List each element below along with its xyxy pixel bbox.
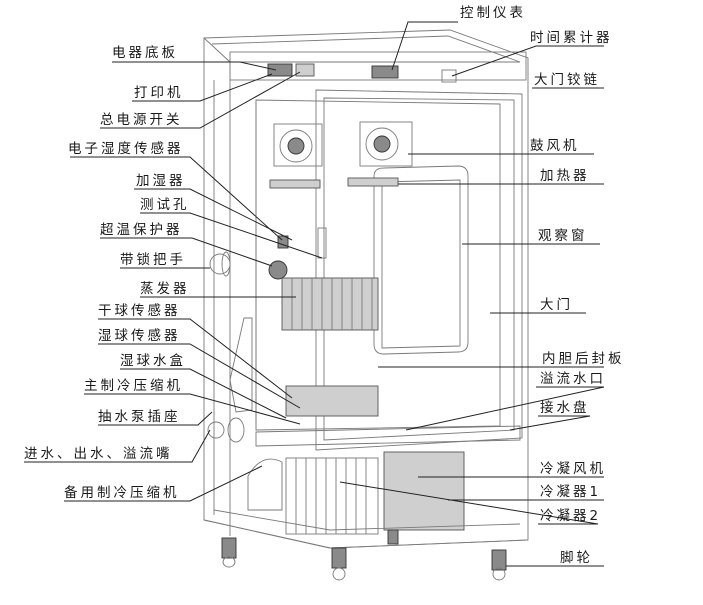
label-dry-bulb-sensor: 干球传感器 bbox=[98, 302, 181, 319]
label-backup-compressor: 备用制冷压缩机 bbox=[64, 484, 180, 501]
label-drip-tray: 接水盘 bbox=[540, 399, 590, 416]
label-blower: 鼓风机 bbox=[530, 138, 580, 154]
label-humidity-sensor: 电子湿度传感器 bbox=[68, 140, 184, 157]
label-humidifier: 加湿器 bbox=[136, 173, 186, 189]
label-pump-socket: 抽水泵插座 bbox=[98, 409, 181, 425]
label-overflow-outlet: 溢流水口 bbox=[540, 371, 606, 387]
label-condenser-2: 冷凝器2 bbox=[540, 508, 601, 524]
label-condenser-1: 冷凝器1 bbox=[540, 484, 601, 500]
label-main-compressor: 主制冷压缩机 bbox=[84, 378, 183, 394]
label-door-hinge: 大门铰链 bbox=[534, 72, 600, 88]
label-control-panel: 控制仪表 bbox=[460, 5, 526, 21]
label-printer: 打印机 bbox=[134, 84, 184, 101]
label-water-nozzles: 进水、出水、溢流嘴 bbox=[24, 446, 173, 462]
label-hour-meter: 时间累计器 bbox=[530, 30, 613, 46]
label-wet-bulb-sensor: 湿球传感器 bbox=[98, 327, 181, 344]
callout-labels: 控制仪表 时间累计器 电器底板 大门铰链 打印机 总电源开关 鼓风机 电子湿度传… bbox=[24, 5, 625, 566]
label-overtemp-protector: 超温保护器 bbox=[100, 222, 183, 238]
label-door: 大门 bbox=[540, 297, 573, 313]
label-viewing-window: 观察窗 bbox=[538, 227, 588, 244]
label-locking-handle: 带锁把手 bbox=[120, 252, 186, 268]
leader-lines bbox=[24, 21, 605, 567]
label-test-hole: 测试孔 bbox=[140, 197, 190, 213]
cabinet-drawing bbox=[203, 29, 529, 581]
label-casters: 脚轮 bbox=[560, 550, 593, 566]
label-evaporator: 蒸发器 bbox=[140, 281, 190, 297]
label-main-power-switch: 总电源开关 bbox=[100, 112, 183, 128]
label-wet-bulb-tray: 湿球水盒 bbox=[120, 352, 186, 369]
label-electrical-base: 电器底板 bbox=[112, 45, 178, 61]
label-heater: 加热器 bbox=[540, 168, 590, 184]
label-inner-back-panel: 内胆后封板 bbox=[542, 351, 625, 367]
label-condenser-fan: 冷凝风机 bbox=[540, 461, 606, 477]
